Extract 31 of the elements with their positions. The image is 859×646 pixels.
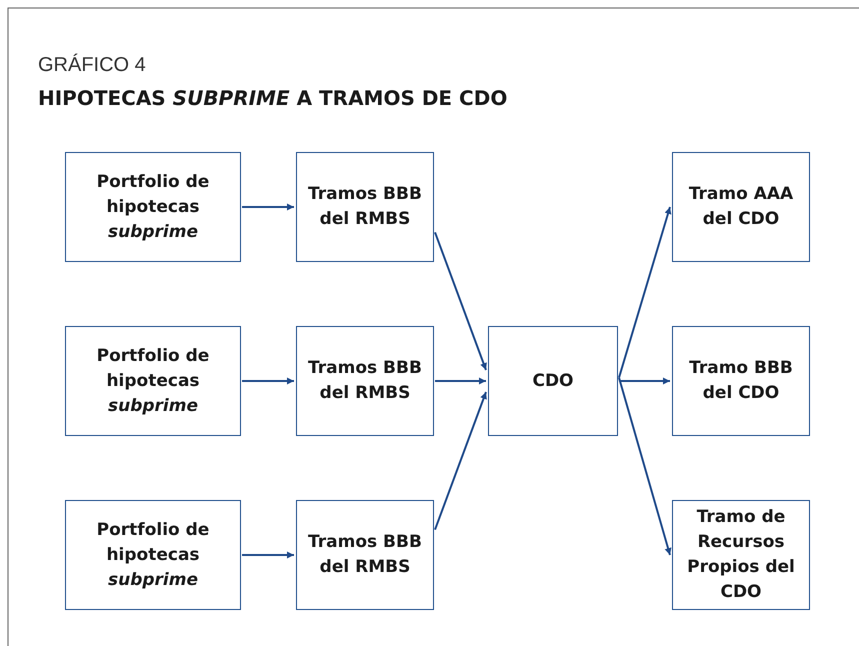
chart-number: GRÁFICO 4 <box>38 54 146 77</box>
arrow <box>618 377 672 556</box>
portfolio-box <box>65 152 241 262</box>
chart-title: HIPOTECAS SUBPRIME A TRAMOS DE CDO <box>38 86 508 110</box>
node-label: Tramo BBB del CDO <box>688 357 794 405</box>
node-label: Tramo de Recursos Propios del CDO <box>686 506 796 604</box>
rmbs-tranche-box <box>296 326 434 436</box>
cdo-tranche-box <box>672 152 810 262</box>
arrow <box>619 378 670 384</box>
node-label: Portfolio de hipotecas subprime <box>96 344 210 418</box>
arrow <box>434 392 487 530</box>
arrow <box>434 232 487 370</box>
node-label: Tramo AAA del CDO <box>688 183 794 231</box>
node-label: Portfolio de hipotecas subprime <box>96 518 210 592</box>
node-label: CDO <box>531 370 575 392</box>
arrow <box>242 378 294 384</box>
cdo-box <box>488 326 618 436</box>
arrow <box>618 206 672 378</box>
arrow <box>242 552 294 558</box>
cdo-tranche-box <box>672 500 810 610</box>
portfolio-box <box>65 326 241 436</box>
arrow <box>435 378 486 384</box>
node-label: Tramos BBB del RMBS <box>307 357 423 405</box>
arrow <box>242 204 294 210</box>
rmbs-tranche-box <box>296 500 434 610</box>
cdo-tranche-box <box>672 326 810 436</box>
node-label: Tramos BBB del RMBS <box>307 183 423 231</box>
node-label: Tramos BBB del RMBS <box>307 531 423 579</box>
portfolio-box <box>65 500 241 610</box>
rmbs-tranche-box <box>296 152 434 262</box>
node-label: Portfolio de hipotecas subprime <box>96 170 210 244</box>
